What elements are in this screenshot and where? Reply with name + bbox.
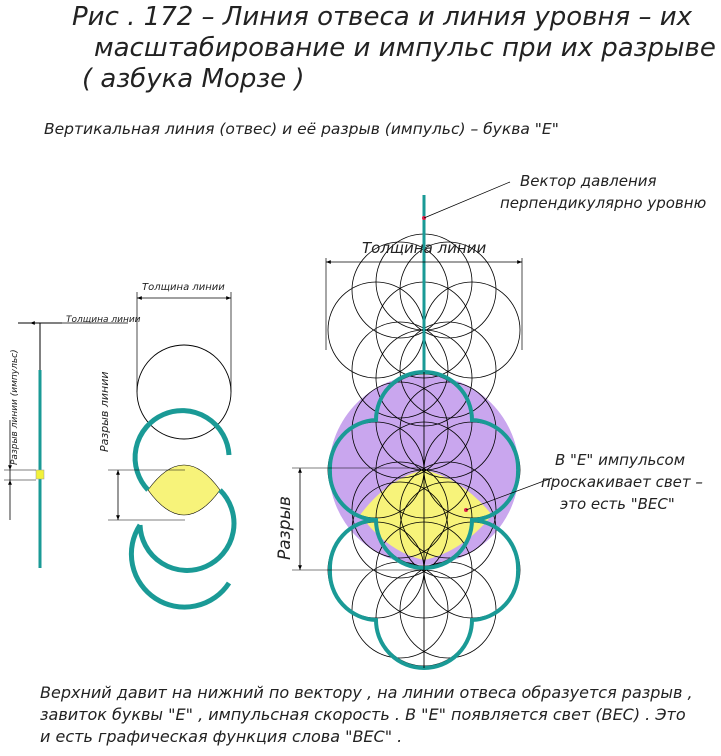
light-leader <box>465 477 553 511</box>
figure-title: Рис . 172 – Линия отвеса и линия уровня … <box>72 2 716 95</box>
footer-line-1: Верхний давит на нижний по вектору , на … <box>40 683 693 702</box>
label-pressure-vector-2: перпендикулярно уровню <box>500 194 706 212</box>
circle-flower-diagram <box>292 181 553 671</box>
figure-caption: Вертикальная линия (отвес) и её разрыв (… <box>44 120 559 138</box>
label-break-impulse: Разрыв линии (импульс) <box>10 349 20 465</box>
title-line-3: ( азбука Морзе ) <box>82 64 305 94</box>
label-thickness-mid: Толщина линии <box>142 282 225 293</box>
title-line-2: масштабирование и импульс при их разрыве <box>94 33 716 63</box>
label-thickness-big: Толщина линии <box>362 239 486 257</box>
label-light-3: это есть "ВЕС" <box>560 495 675 513</box>
footer-text: Верхний давит на нижний по вектору , на … <box>40 682 693 748</box>
break-marker <box>35 469 45 480</box>
label-light-2: проскакивает свет – <box>541 473 703 491</box>
plumb-line-simple <box>4 321 128 568</box>
light-lens <box>147 464 221 516</box>
upper-curl <box>132 408 232 492</box>
title-line-1: Рис . 172 – Линия отвеса и линия уровня … <box>72 2 692 32</box>
pressure-leader <box>423 181 511 219</box>
curl-diagram <box>108 292 237 610</box>
footer-line-2: завиток буквы "Е" , импульсная скорость … <box>40 705 686 724</box>
label-break: Разрыв <box>275 496 295 560</box>
label-line-break: Разрыв линии <box>98 371 111 452</box>
label-thickness-small: Толщина линии <box>66 315 141 325</box>
label-pressure-vector-1: Вектор давления <box>520 172 657 190</box>
lower-curl <box>137 488 237 573</box>
label-light-1: В "Е" импульсом <box>555 451 685 469</box>
footer-line-3: и есть графическая функция слова "ВЕС" . <box>40 727 403 746</box>
lower-curl-tail <box>128 523 232 610</box>
